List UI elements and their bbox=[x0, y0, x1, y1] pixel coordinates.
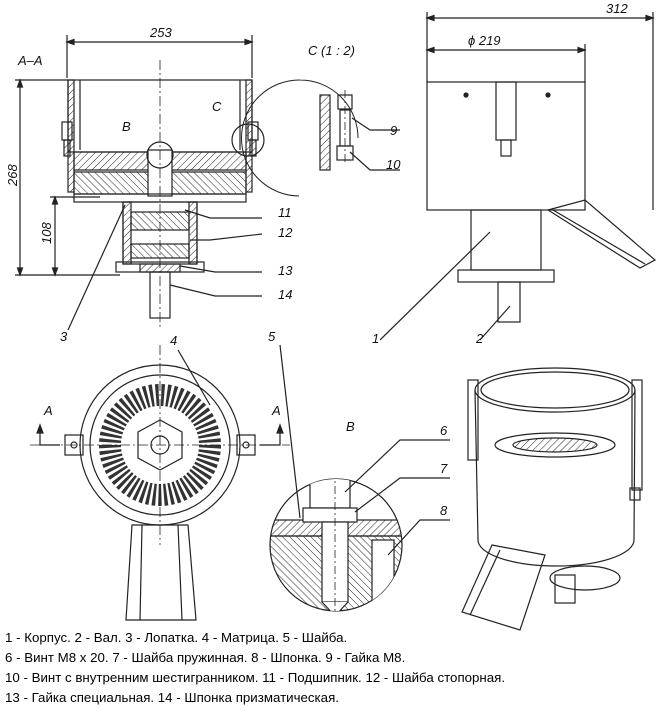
callout-10: 10 bbox=[386, 157, 401, 172]
callout-8: 8 bbox=[440, 503, 448, 518]
dimension-width-253: 253 bbox=[150, 25, 172, 40]
callout-3: 3 bbox=[60, 329, 68, 344]
callout-4: 4 bbox=[170, 333, 178, 348]
dimension-height-108: 108 bbox=[39, 222, 54, 244]
side-view bbox=[379, 12, 657, 341]
section-arrow-left-label: A bbox=[44, 403, 53, 418]
detail-view-c bbox=[241, 79, 400, 197]
detail-b-marker: B bbox=[122, 119, 131, 134]
callout-5: 5 bbox=[268, 329, 276, 344]
parts-legend: 1 - Корпус. 2 - Вал. 3 - Лопатка. 4 - Ма… bbox=[5, 628, 655, 708]
callout-2: 2 bbox=[476, 331, 484, 346]
callout-14: 14 bbox=[278, 287, 293, 302]
legend-line: 6 - Винт М8 х 20. 7 - Шайба пружинная. 8… bbox=[5, 650, 406, 665]
callout-7: 7 bbox=[440, 461, 448, 476]
dimension-width-312: 312 bbox=[606, 1, 628, 16]
section-arrow-right-label: A bbox=[272, 403, 281, 418]
detail-c-title: C (1 : 2) bbox=[308, 43, 355, 58]
isometric-view bbox=[461, 367, 643, 631]
callout-9: 9 bbox=[390, 123, 398, 138]
legend-line: 13 - Гайка специальная. 14 - Шпонка приз… bbox=[5, 690, 339, 705]
legend-line: 1 - Корпус. 2 - Вал. 3 - Лопатка. 4 - Ма… bbox=[5, 630, 348, 645]
detail-c-marker: C bbox=[212, 99, 222, 114]
callout-11: 11 bbox=[278, 205, 292, 220]
callout-13: 13 bbox=[278, 263, 293, 278]
callout-12: 12 bbox=[278, 225, 293, 240]
legend-line: 10 - Винт с внутренним шестигранником. 1… bbox=[5, 670, 506, 685]
top-view bbox=[30, 345, 290, 621]
callout-1: 1 bbox=[372, 331, 380, 346]
detail-b-title: B bbox=[346, 419, 355, 434]
callout-6: 6 bbox=[440, 423, 448, 438]
dimension-diameter-219: ϕ 219 bbox=[468, 33, 501, 48]
section-title: A–A bbox=[18, 53, 43, 68]
detail-view-b bbox=[269, 344, 450, 612]
section-view-a-a bbox=[15, 35, 265, 331]
dimension-height-268: 268 bbox=[5, 164, 20, 186]
